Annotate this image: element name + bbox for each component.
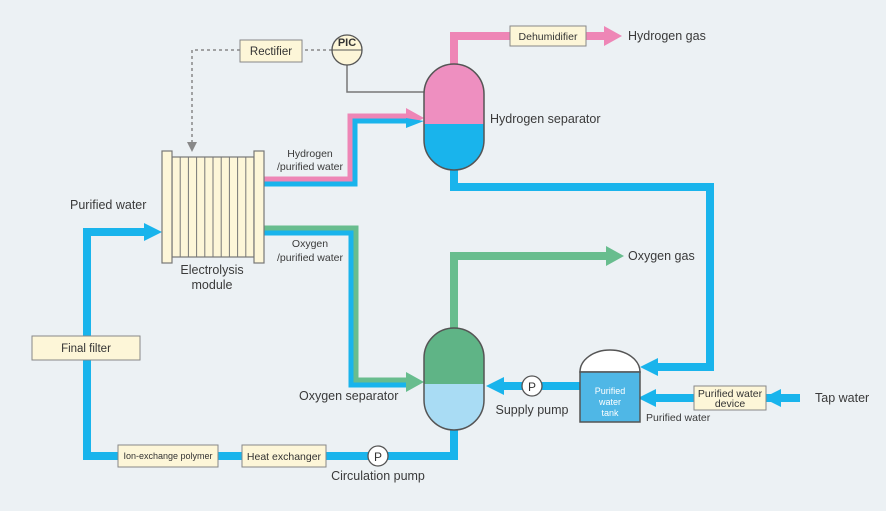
circulation-loop bbox=[83, 228, 458, 460]
oxygen-pipe bbox=[450, 252, 606, 330]
water-pipes bbox=[83, 165, 800, 460]
tank-label-2: water bbox=[598, 397, 621, 407]
electrolysis-label-2: module bbox=[192, 278, 233, 292]
arrow-tap-to-device bbox=[763, 389, 781, 407]
arrow-into-osep bbox=[486, 377, 504, 395]
hydrogen-separator-label: Hydrogen separator bbox=[490, 112, 600, 126]
heat-exchanger-label: Heat exchanger bbox=[247, 451, 322, 463]
pic-instrument: PIC bbox=[331, 34, 363, 66]
hydrogen-water-pipe bbox=[262, 113, 408, 187]
circulation-pump-label: Circulation pump bbox=[331, 469, 425, 483]
arrow-hydrogen-gas bbox=[604, 26, 622, 46]
purified-water-device-box: Purified water device bbox=[693, 385, 767, 411]
oxygen-gas-label: Oxygen gas bbox=[628, 249, 695, 263]
hydrogen-gas-label: Hydrogen gas bbox=[628, 29, 706, 43]
purified-water-tank: Purified water tank bbox=[579, 349, 641, 423]
hydrogen-purified-label-1: Hydrogen bbox=[287, 148, 333, 160]
device-label-1: Purified water bbox=[698, 388, 763, 400]
device-label-2: device bbox=[715, 398, 746, 410]
arrow-into-module bbox=[144, 223, 162, 241]
purified-water-device-out-label: Purified water bbox=[646, 412, 711, 424]
purified-water-in-label: Purified water bbox=[70, 198, 146, 212]
electrolysis-module bbox=[161, 150, 265, 264]
oxygen-separator bbox=[423, 327, 485, 431]
arrow-oxygen-gas bbox=[606, 246, 624, 266]
rectifier-box: Rectifier bbox=[239, 39, 303, 63]
hsep-return-pipe bbox=[450, 165, 714, 371]
dehumidifier-box: Dehumidifier bbox=[509, 25, 587, 47]
tank-label-3: tank bbox=[601, 408, 619, 418]
rectifier-label: Rectifier bbox=[250, 46, 292, 58]
supply-pump-symbol: P bbox=[528, 380, 536, 394]
arrow-device-to-tank bbox=[638, 389, 656, 407]
arrow-into-osep bbox=[406, 372, 424, 392]
arrow-into-hsep-blue bbox=[406, 118, 424, 128]
pic-label: PIC bbox=[338, 37, 356, 49]
electrolysis-label-1: Electrolysis bbox=[180, 263, 243, 277]
hydrogen-purified-label-2: /purified water bbox=[277, 161, 343, 173]
supply-pump: P bbox=[521, 375, 543, 397]
hydrogen-separator bbox=[423, 63, 485, 171]
arrow-into-tank bbox=[640, 358, 658, 376]
oxygen-separator-label: Oxygen separator bbox=[299, 389, 398, 403]
ion-exchange-box: Ion-exchange polymer bbox=[117, 444, 219, 468]
final-filter-label: Final filter bbox=[61, 343, 111, 355]
control-lines bbox=[187, 49, 426, 152]
dehumidifier-label: Dehumidifier bbox=[519, 31, 578, 43]
tap-water-label: Tap water bbox=[815, 391, 869, 405]
water-arrowheads bbox=[144, 223, 781, 407]
final-filter-box: Final filter bbox=[31, 335, 141, 361]
circulation-pump-symbol: P bbox=[374, 450, 382, 464]
tank-label-1: Purified bbox=[595, 386, 626, 396]
supply-pump-label: Supply pump bbox=[496, 403, 569, 417]
oxygen-purified-label-1: Oxygen bbox=[292, 238, 328, 250]
circulation-pump: P bbox=[367, 445, 389, 467]
hydrogen-pipes bbox=[450, 32, 604, 72]
heat-exchanger-box: Heat exchanger bbox=[241, 444, 327, 468]
oxygen-purified-label-2: /purified water bbox=[277, 252, 343, 264]
oxygen-water-pipe bbox=[262, 225, 408, 388]
ion-exchange-label: Ion-exchange polymer bbox=[123, 451, 212, 461]
